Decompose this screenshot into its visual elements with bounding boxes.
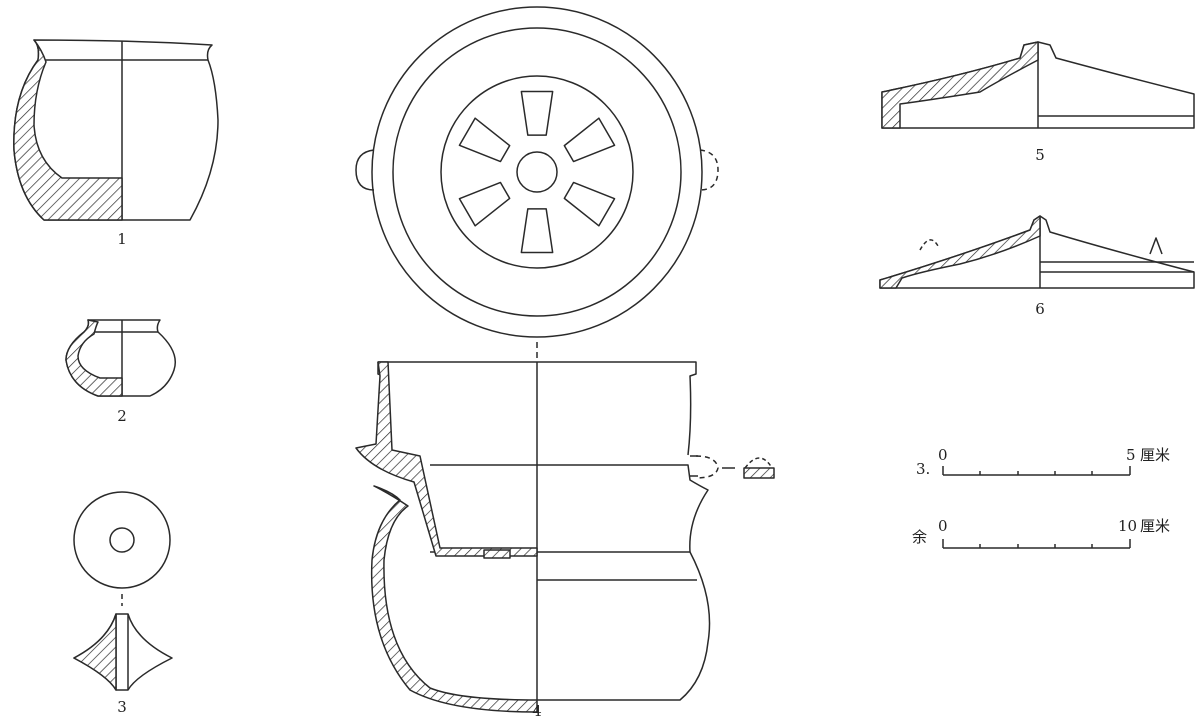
steam-hole: [458, 181, 511, 227]
steamer-section-view-4: [355, 342, 775, 713]
scale-large-unit: 厘米: [1140, 517, 1171, 535]
lid-drawing-6: [879, 215, 1195, 289]
lid-drawing-5: [881, 41, 1195, 129]
steamer-plan-view-4: [355, 6, 719, 338]
small-jar-drawing-2: [65, 319, 176, 397]
scale-large-prefix: 余: [912, 528, 928, 546]
scale-bar-large: [942, 539, 1131, 549]
steam-hole: [563, 117, 616, 163]
scale-small-max: 5: [1126, 446, 1136, 464]
figure-label-3: 3: [117, 698, 127, 716]
scale-large-zero: 0: [938, 517, 948, 535]
scale-small-prefix: 3.: [916, 460, 931, 478]
steam-hole: [520, 90, 554, 136]
scale-small-unit: 厘米: [1140, 446, 1171, 464]
scale-large-max: 10: [1118, 517, 1138, 535]
figure-label-4: 4: [532, 702, 542, 720]
steam-hole: [563, 181, 616, 227]
scale-small-zero: 0: [938, 446, 948, 464]
jar-drawing-1: [13, 39, 219, 221]
figure-label-6: 6: [1035, 300, 1045, 318]
figure-label-5: 5: [1035, 146, 1045, 164]
steam-hole: [520, 208, 554, 254]
steam-holes: [458, 90, 616, 254]
steam-hole: [458, 117, 511, 163]
spindle-whorl-drawing-3: [73, 491, 173, 691]
scale-bar-small: [942, 466, 1131, 476]
figure-label-1: 1: [117, 230, 127, 248]
figure-label-2: 2: [117, 407, 127, 425]
